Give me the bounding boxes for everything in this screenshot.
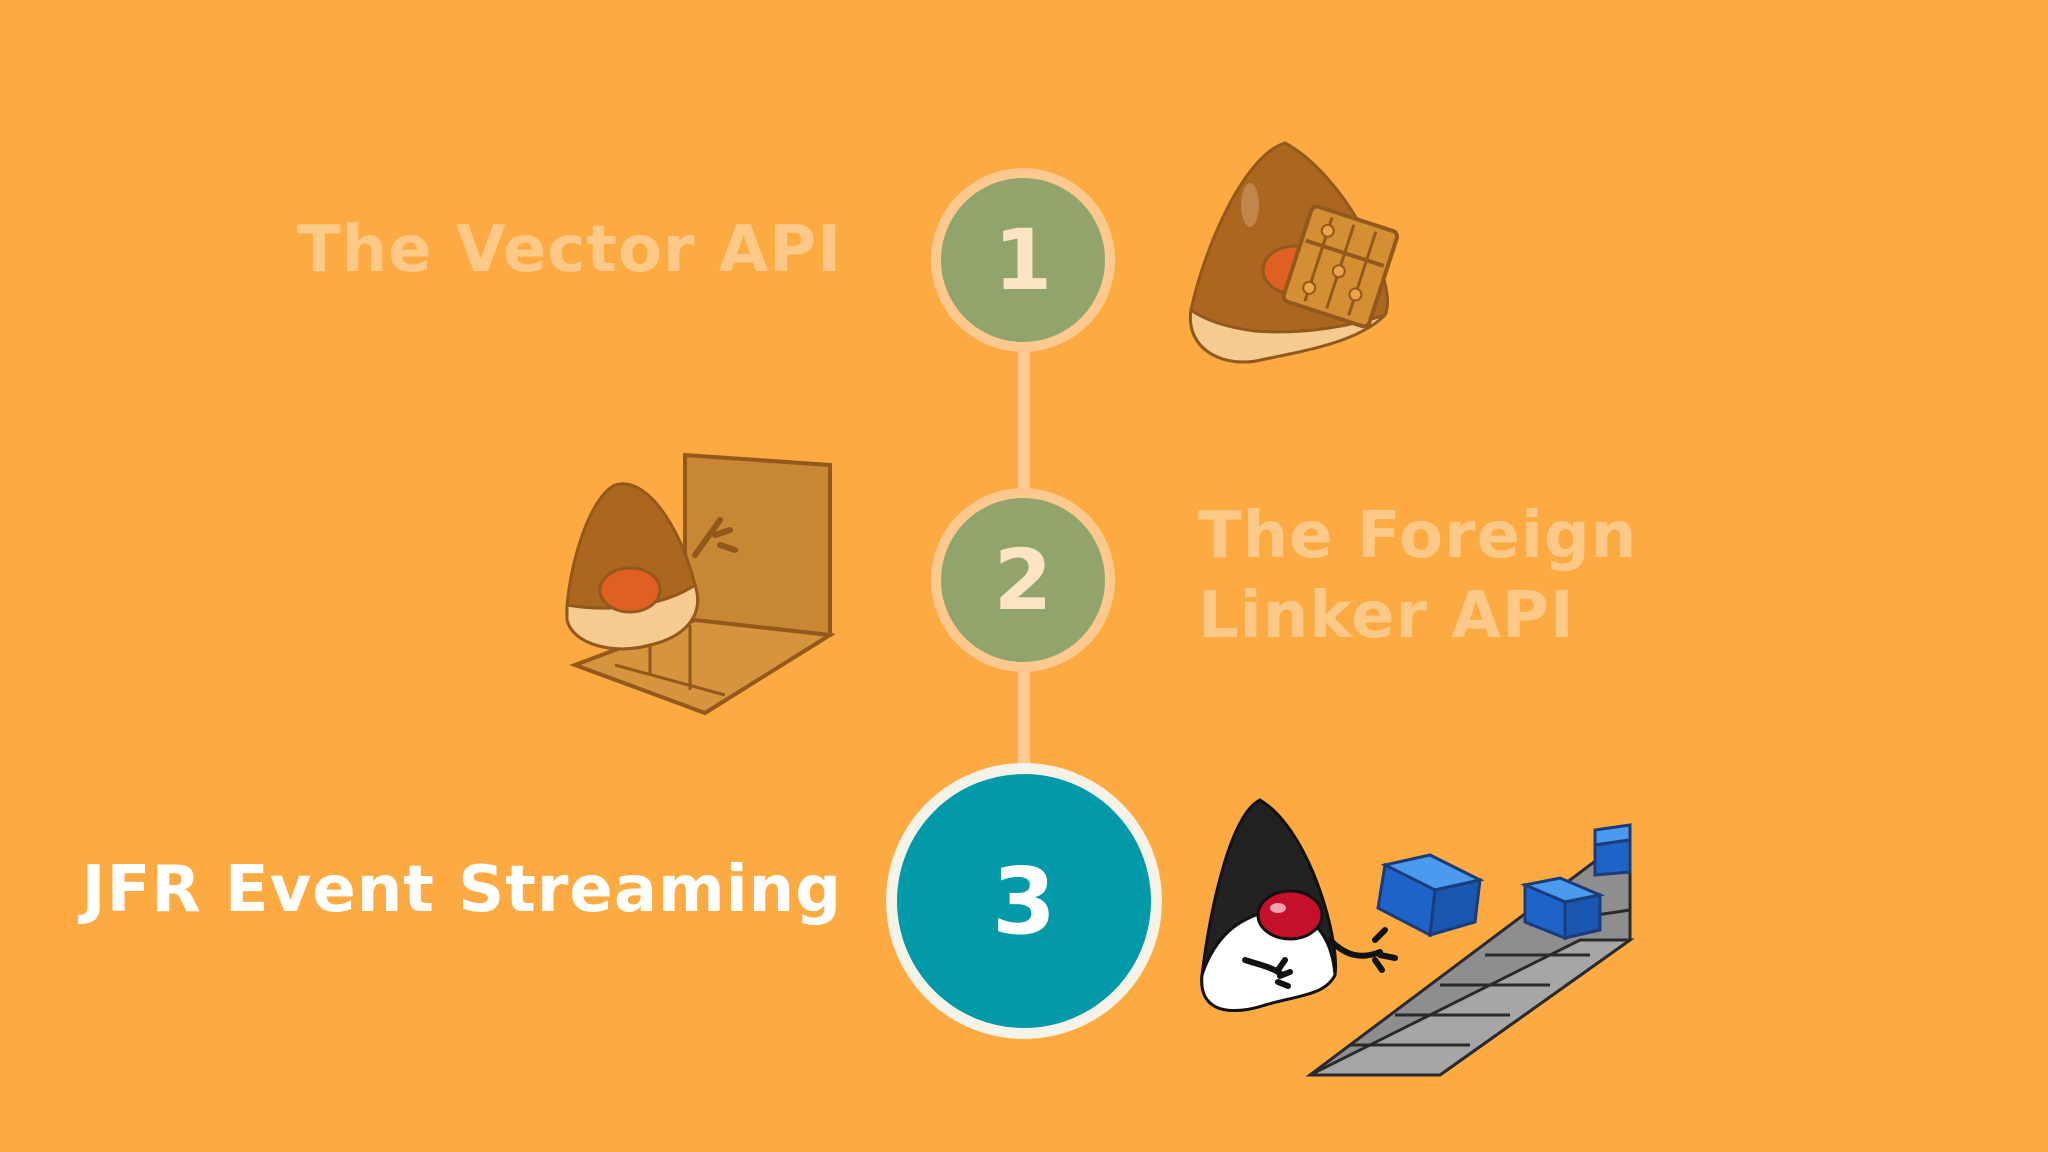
connector-1-2: [1018, 345, 1030, 495]
connector-2-3: [1018, 665, 1030, 773]
step-2-label: The Foreign Linker API: [1198, 499, 1638, 653]
step-1-circle: 1: [931, 168, 1115, 352]
step-1-number: 1: [993, 211, 1053, 309]
step-3-label: JFR Event Streaming: [81, 853, 842, 927]
step-2-number: 2: [993, 531, 1053, 629]
step-3-number: 3: [991, 847, 1056, 955]
duke-abacus-illustration: [1188, 141, 1400, 364]
step-3-circle: 3: [886, 763, 1162, 1039]
cube-2: [1519, 876, 1606, 941]
duke-conveyor-illustration: [1200, 798, 1635, 1077]
duke-box-illustration: [565, 452, 835, 716]
step-2-circle: 2: [931, 488, 1115, 672]
cube-1: [1376, 853, 1485, 938]
step-1-label: The Vector API: [297, 213, 842, 287]
cube-3: [1593, 823, 1632, 877]
